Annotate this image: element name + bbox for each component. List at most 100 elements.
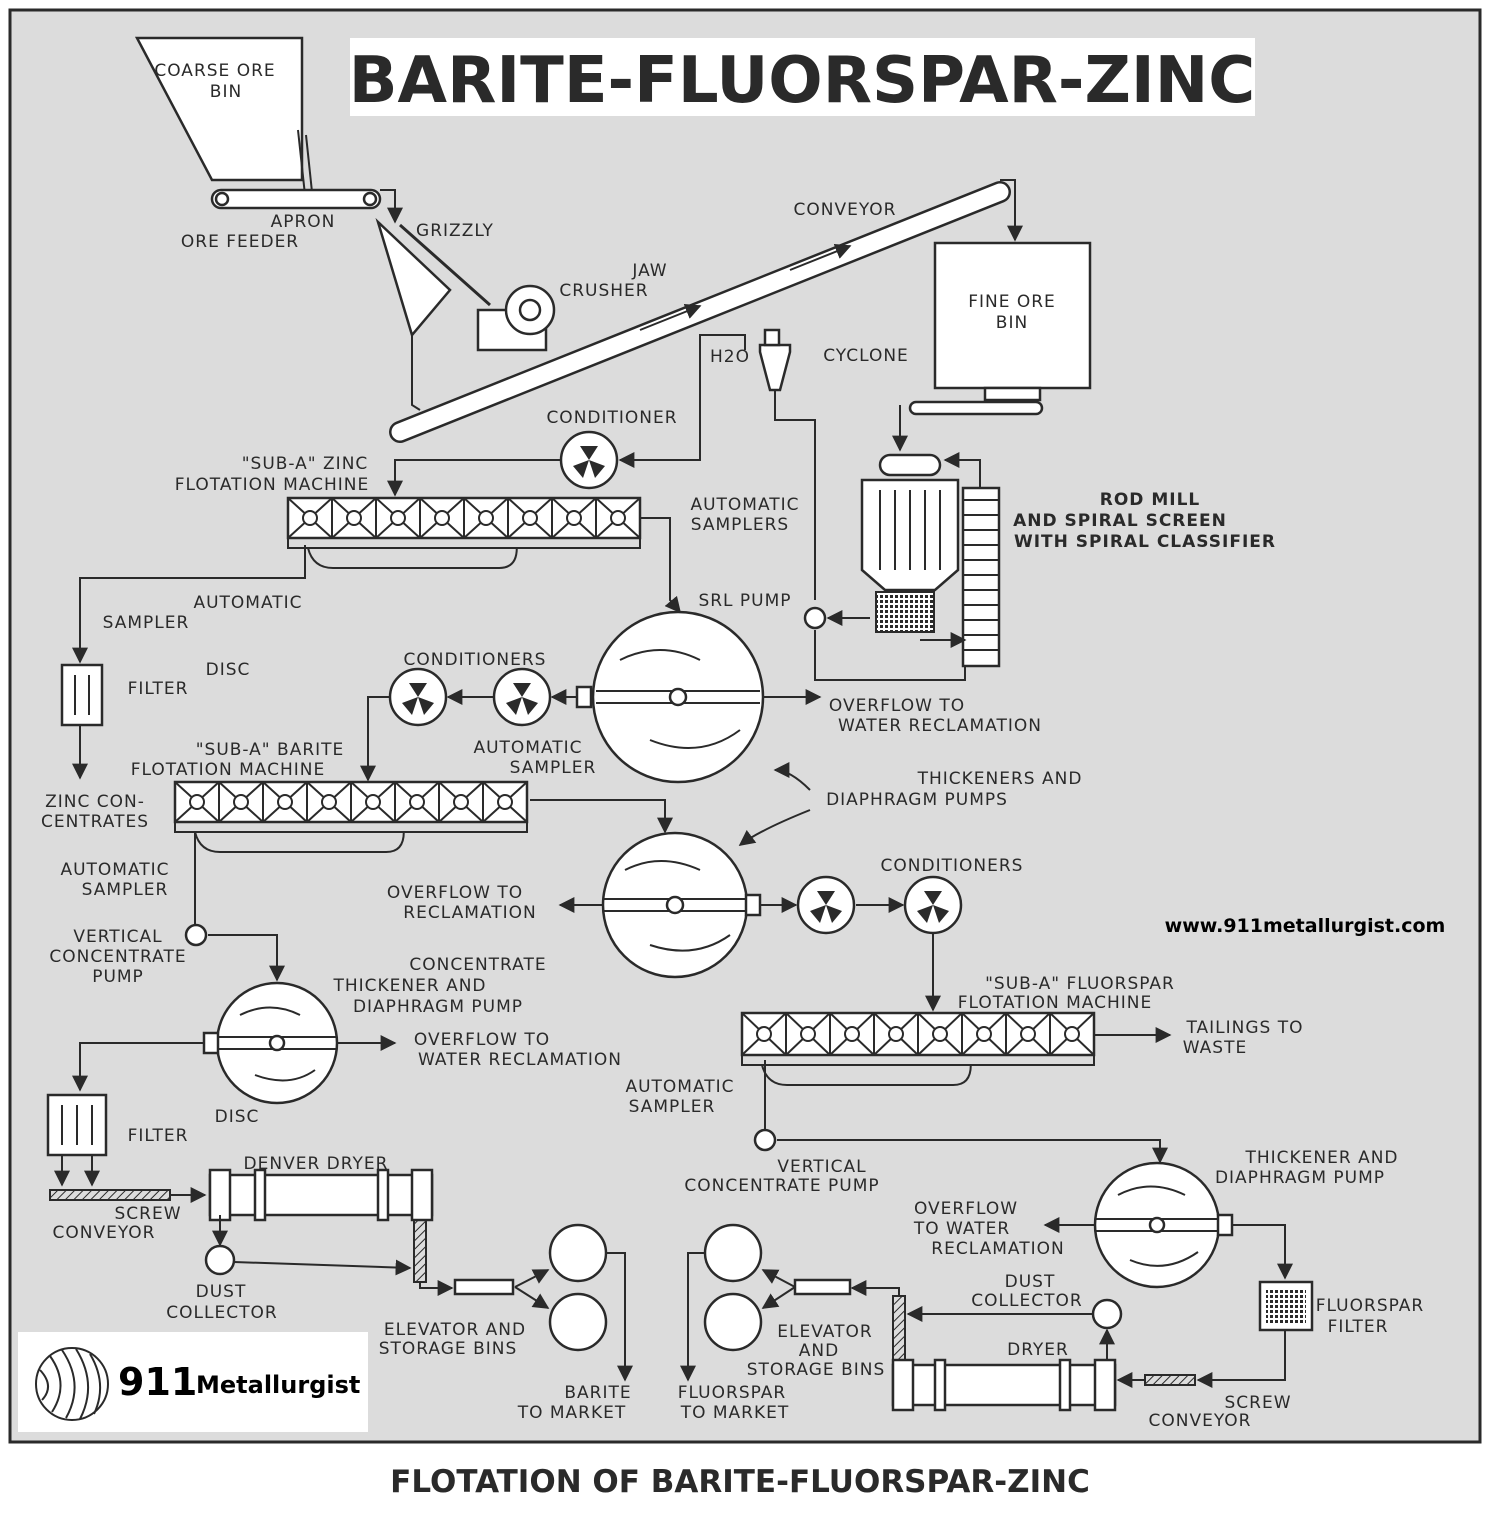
vcp-2-label-2: CONCENTRATE PUMP — [684, 1176, 879, 1196]
dust-collector-2-label-1: DUST — [1005, 1272, 1056, 1292]
crusher-label: CRUSHER — [559, 281, 648, 301]
impeller — [610, 510, 626, 526]
logo: 911 Metallurgist — [18, 1332, 368, 1432]
concentrate-thickener-label-1: CONCENTRATE — [409, 955, 546, 975]
thickeners-diaphragm-label-1: THICKENERS AND — [917, 769, 1083, 789]
spiral-screen-label: AND SPIRAL SCREEN — [1013, 511, 1227, 531]
elevator-1-label-2: STORAGE BINS — [379, 1339, 518, 1359]
auto-sampler-barite-label-1: AUTOMATIC — [60, 860, 169, 880]
zinc-filter-label: FILTER — [128, 679, 189, 699]
vcp-2-label-1: VERTICAL — [777, 1157, 866, 1177]
impeller — [346, 510, 362, 526]
impeller — [888, 1026, 904, 1042]
denver-dryer-label: DENVER DRYER — [244, 1154, 389, 1174]
srl-pump-label: SRL PUMP — [698, 591, 791, 611]
launder — [174, 822, 528, 853]
vcp-1-label-3: PUMP — [92, 967, 144, 987]
vertical-concentrate-pump-1: VERTICAL CONCENTRATE PUMP — [49, 923, 208, 987]
rod-mill-label: ROD MILL — [1100, 490, 1200, 510]
vertical-concentrate-pump-2: VERTICAL CONCENTRATE PUMP — [684, 1128, 879, 1196]
zinc-disc-label: DISC — [206, 660, 251, 680]
apron-label: APRON — [271, 212, 336, 232]
impeller — [321, 794, 337, 810]
dust-collector-1-label-2: COLLECTOR — [166, 1303, 277, 1323]
fluorspar-dryer: DRYER — [891, 1340, 1117, 1412]
dust-collector-2-label-2: COLLECTOR — [971, 1291, 1082, 1311]
sub-a-zinc-label-2: FLOTATION MACHINE — [175, 475, 369, 495]
title: BARITE-FLUORSPAR-ZINC — [349, 44, 1255, 118]
impeller — [409, 794, 425, 810]
conveyor-label: CONVEYOR — [794, 200, 897, 220]
screw-conveyor-2-label-1: SCREW — [1224, 1393, 1291, 1413]
overflow-reclamation-label-2: RECLAMATION — [403, 903, 536, 923]
cyclone: H2O CYCLONE — [710, 328, 909, 392]
barite-storage-bins — [548, 1223, 608, 1352]
vcp-1-label-1: VERTICAL — [73, 927, 162, 947]
screw-conveyor-2-label-2: CONVEYOR — [1149, 1411, 1252, 1431]
overflow-3-label-3: RECLAMATION — [931, 1239, 1064, 1259]
auto-sampler-zinc-label-2: SAMPLER — [103, 613, 190, 633]
launder — [741, 1055, 1095, 1086]
thickeners-diaphragm-label-2: DIAPHRAGM PUMPS — [826, 790, 1008, 810]
thickener-1 — [575, 610, 765, 784]
fluorspar-to-market-label-1: FLUORSPAR — [678, 1383, 786, 1403]
concentrate-thickener-label-3: DIAPHRAGM PUMP — [353, 997, 523, 1017]
cyclone-label: CYCLONE — [823, 346, 909, 366]
impeller — [844, 1026, 860, 1042]
launder — [287, 538, 641, 569]
overflow-1-label-2: WATER RECLAMATION — [838, 716, 1042, 736]
tailings-label-1: TAILINGS TO — [1185, 1018, 1303, 1038]
overflow-reclamation-label-1: OVERFLOW TO — [387, 883, 523, 903]
apron-ore-feeder: APRON ORE FEEDER — [181, 188, 382, 252]
thickener-4-label-2: DIAPHRAGM PUMP — [1215, 1168, 1385, 1188]
h2o-label: H2O — [710, 347, 750, 367]
website-url: www.911metallurgist.com — [1165, 915, 1446, 937]
fluorspar-flotation-machine — [740, 1011, 1096, 1086]
barite-filter-label: FILTER — [128, 1126, 189, 1146]
fluorspar-filter-label-2: FILTER — [1328, 1317, 1389, 1337]
conditioners-2-label: CONDITIONERS — [881, 856, 1024, 876]
conditioners-1: CONDITIONERS — [388, 650, 552, 727]
jaw-crusher: JAW CRUSHER — [476, 261, 667, 352]
impeller — [566, 510, 582, 526]
srl-pump: SRL PUMP — [698, 591, 870, 630]
denver-dryer: DENVER DRYER — [208, 1154, 434, 1222]
auto-sampler-fluorspar-label-2: SAMPLER — [629, 1097, 716, 1117]
impeller — [233, 794, 249, 810]
dust-collector-1-label-1: DUST — [196, 1282, 247, 1302]
screw-conveyor-1: SCREW CONVEYOR — [49, 1189, 181, 1243]
zinc-concentrates-label-2: CENTRATES — [41, 812, 149, 832]
conveyor: CONVEYOR — [389, 181, 1011, 443]
zinc-disc-filter: DISC FILTER — [60, 660, 251, 727]
conditioners-1-label: CONDITIONERS — [404, 650, 547, 670]
elevator-1-label-1: ELEVATOR AND — [384, 1320, 526, 1340]
elevator-2-label-2: AND — [799, 1341, 839, 1361]
ore-feeder-label: ORE FEEDER — [181, 232, 299, 252]
auto-sampler-barite-feed-label-1: AUTOMATIC — [473, 738, 582, 758]
sub-a-zinc-label-1: "SUB-A" ZINC — [242, 454, 369, 474]
fluorspar-elevator-feeder: ELEVATOR AND STORAGE BINS — [747, 1278, 884, 1380]
fluorspar-storage-bins — [703, 1223, 763, 1352]
concentrate-thickener-label-2: THICKENER AND — [332, 976, 486, 996]
impeller — [976, 1026, 992, 1042]
coarse-ore-bin: COARSE ORE BIN — [134, 36, 313, 196]
automatic-samplers-label-1: AUTOMATIC — [690, 495, 799, 515]
auto-sampler-barite-label-2: SAMPLER — [82, 880, 169, 900]
spiral-classifier-label: WITH SPIRAL CLASSIFIER — [1014, 532, 1276, 552]
impeller — [522, 510, 538, 526]
impeller — [932, 1026, 948, 1042]
impeller — [277, 794, 293, 810]
logo-number: 911 — [118, 1360, 197, 1404]
title-banner — [350, 38, 1255, 116]
barite-flotation-machine — [173, 780, 529, 853]
sub-a-barite-label-2: FLOTATION MACHINE — [131, 760, 325, 780]
fine-ore-bin-label-2: BIN — [996, 313, 1028, 333]
barite-elevator — [413, 1219, 427, 1283]
impeller — [365, 794, 381, 810]
tailings-label-2: WASTE — [1183, 1038, 1247, 1058]
grizzly-label: GRIZZLY — [416, 221, 494, 241]
impeller — [189, 794, 205, 810]
zinc-conditioner: CONDITIONER — [546, 408, 677, 490]
screw-conveyor-1-label-1: SCREW — [114, 1204, 181, 1224]
